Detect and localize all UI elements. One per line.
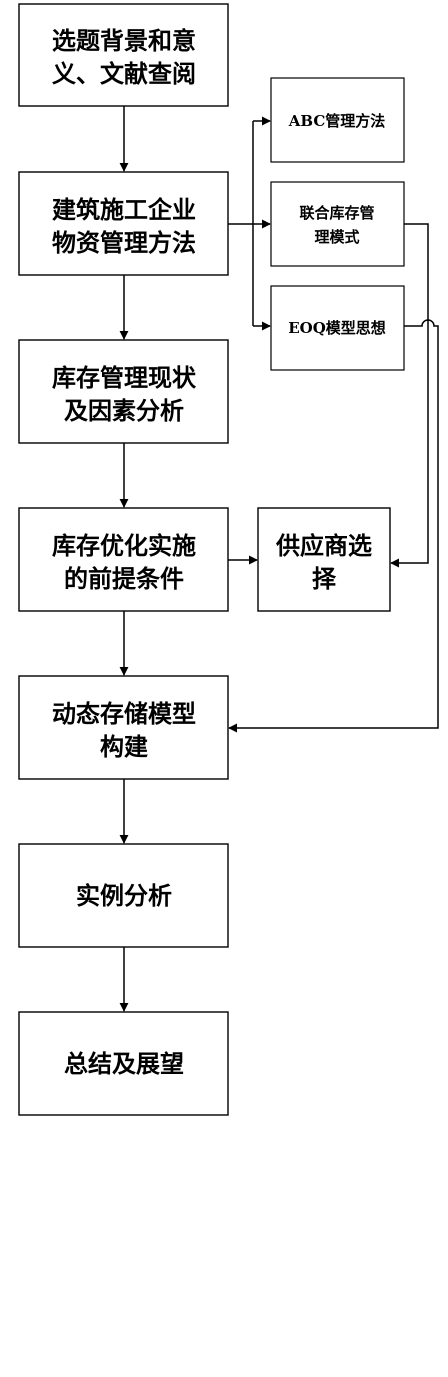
- step-inventory-status-analysis-line2: 及因素分析: [64, 396, 184, 425]
- method-joint-inventory: 联合库存管 理模式: [270, 181, 405, 267]
- method-joint-inventory-line1: 联合库存管: [299, 204, 374, 222]
- supplier-selection: 供应商选 择: [257, 507, 391, 612]
- method-abc-label: ABC管理方法: [288, 112, 386, 130]
- step-inventory-status-analysis: 库存管理现状 及因素分析: [18, 339, 229, 444]
- step-optimization-preconditions-line2: 的前提条件: [64, 564, 184, 593]
- step-topic-background-line1: 选题背景和意: [52, 26, 196, 55]
- arrow-joint-inventory-to-supplier: [390, 223, 429, 568]
- method-joint-inventory-line2: 理模式: [314, 228, 359, 246]
- step-summary-outlook: 总结及展望: [18, 1011, 229, 1116]
- step-material-management-methods: 建筑施工企业 物资管理方法: [18, 171, 229, 276]
- method-abc: ABC管理方法: [270, 77, 405, 163]
- supplier-selection-line1: 供应商选: [275, 531, 372, 560]
- supplier-selection-line2: 择: [312, 564, 337, 593]
- step-dynamic-storage-model-line1: 动态存储模型: [52, 699, 196, 728]
- step-topic-background: 选题背景和意 义、文献查阅: [18, 3, 229, 107]
- method-eoq: EOQ模型思想: [270, 285, 405, 371]
- step-dynamic-storage-model-line2: 构建: [100, 732, 148, 761]
- step-topic-background-line2: 义、文献查阅: [52, 59, 196, 88]
- step-optimization-preconditions: 库存优化实施 的前提条件: [18, 507, 229, 612]
- arrow-eoq-to-dynamic-model: [228, 319, 439, 733]
- step-inventory-status-analysis-line1: 库存管理现状: [52, 363, 197, 392]
- method-eoq-label: EOQ模型思想: [288, 319, 386, 337]
- step-case-analysis-label: 实例分析: [76, 881, 172, 910]
- step-case-analysis: 实例分析: [18, 843, 229, 948]
- step-optimization-preconditions-line1: 库存优化实施: [52, 531, 196, 560]
- step-dynamic-storage-model: 动态存储模型 构建: [18, 675, 229, 780]
- step-summary-outlook-label: 总结及展望: [64, 1049, 184, 1078]
- step-material-management-methods-line1: 建筑施工企业: [52, 195, 196, 224]
- step-material-management-methods-line2: 物资管理方法: [52, 228, 196, 257]
